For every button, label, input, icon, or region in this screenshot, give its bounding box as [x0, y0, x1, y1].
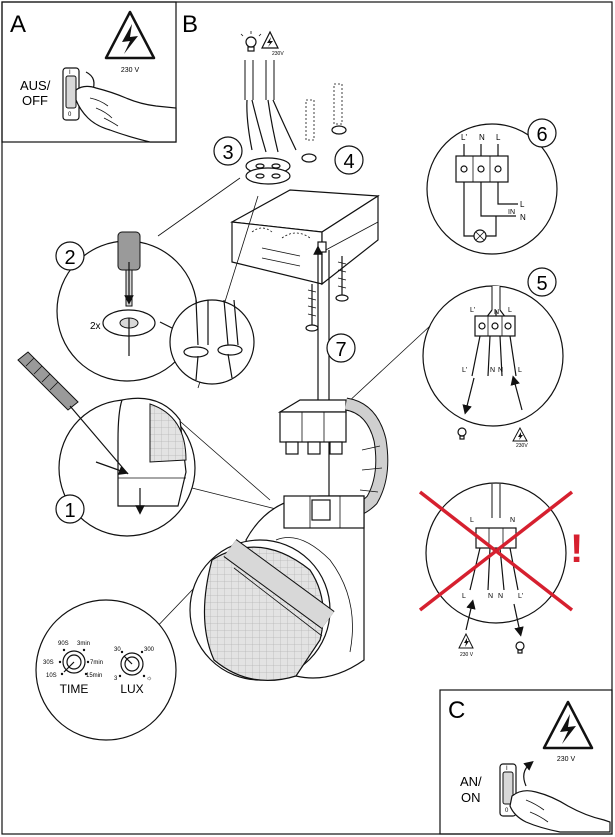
- time-dial: [58, 648, 90, 676]
- step-7-badge: [326, 333, 356, 363]
- time-tick-15min: 15min: [86, 673, 102, 679]
- sensor-lens-detail: [105, 539, 335, 682]
- panel-a-switch-label-1: AUS/: [20, 78, 51, 93]
- panel-a-frame: [1, 1, 177, 143]
- panel-c: C 230 V AN/ ON I 0: [439, 689, 613, 835]
- step-2-number: 2: [64, 247, 75, 269]
- step-3-badge: [213, 136, 243, 166]
- wrong-top-left: L: [470, 517, 474, 524]
- panel-c-switch-on-mark: I: [506, 766, 508, 772]
- step-6-top-n: N: [479, 133, 485, 142]
- step-4-number: 4: [343, 151, 354, 173]
- step-1-number: 1: [64, 500, 75, 522]
- lightning-bolt-icon: [261, 30, 279, 49]
- time-tick-3min: 3min: [77, 641, 90, 647]
- sun-icon: ☼: [146, 675, 152, 682]
- mounting-screws-top: [301, 83, 347, 163]
- lux-dial-label: LUX: [120, 682, 143, 696]
- panel-a: A 230 V AUS/ OFF I 0: [1, 1, 177, 143]
- wrong-top-right: N: [510, 517, 515, 524]
- lightning-bolt-icon: [458, 632, 474, 649]
- wrong-wiring-detail: L N L N N L' 230 V !: [418, 482, 583, 658]
- hand-icon: [75, 85, 177, 143]
- step-6-top-lprime: L': [461, 133, 467, 142]
- panel-a-switch-off-mark: 0: [68, 112, 72, 118]
- step-5-bot-l: L: [518, 367, 522, 374]
- lux-dial: [118, 650, 146, 678]
- wrong-bot-n2: N: [498, 593, 503, 600]
- time-tick-30s: 30S: [43, 660, 54, 666]
- step-6-out-n: N: [520, 213, 526, 222]
- step-5-top-l: L: [508, 307, 512, 314]
- top-voltage: 230V: [272, 51, 284, 57]
- adjustment-dials: 90S 3min 30S 7min 10S 15min TIME 30 300 …: [35, 599, 177, 741]
- time-tick-10s: 10S: [46, 673, 57, 679]
- lightning-bolt-icon: [512, 426, 528, 442]
- panel-c-switch-off-mark: 0: [505, 808, 509, 814]
- panel-b-letter: B: [182, 11, 198, 38]
- panel-a-switch-label-2: OFF: [22, 93, 48, 108]
- time-tick-7min: 7min: [90, 660, 103, 666]
- step-4-badge: [334, 145, 364, 175]
- panel-c-voltage: 230 V: [557, 756, 576, 763]
- time-tick-90s: 90S: [58, 641, 69, 647]
- wrong-voltage: 230 V: [460, 652, 474, 658]
- step-5-bot-n2: N: [498, 367, 503, 374]
- step-5-terminal-detail: 5 L' N L L' N N L 230V: [345, 267, 564, 449]
- step-2-multiplier: 2x: [90, 321, 101, 332]
- step-5-bot-n1: N: [490, 367, 495, 374]
- panel-c-frame: [439, 689, 613, 835]
- step-7-number: 7: [335, 339, 346, 361]
- lux-tick-300: 300: [144, 647, 155, 653]
- step-5-top-n: N: [494, 309, 499, 316]
- panel-c-turn-arrow: [523, 760, 534, 787]
- panel-c-switch-label-1: AN/: [460, 774, 482, 789]
- time-dial-label: TIME: [60, 682, 89, 696]
- wrong-bot-right: L': [518, 593, 523, 600]
- step-6-out-l: L: [520, 200, 525, 209]
- panel-a-switch-on-mark: I: [69, 70, 71, 76]
- step-3-number: 3: [222, 142, 233, 164]
- wrong-bot-left: L: [462, 593, 466, 600]
- step-6-top-l: L: [496, 133, 501, 142]
- light-bulb-icon: [240, 31, 262, 52]
- step-6-wiring-diagram: 6 L' N L L IN N: [426, 118, 558, 255]
- supply-wires: 230V: [240, 30, 297, 153]
- lightning-bolt-icon: [542, 700, 594, 750]
- panel-c-letter: C: [448, 697, 465, 724]
- lux-tick-3: 3: [114, 676, 118, 682]
- step-2-detail: 2 2x: [55, 177, 259, 389]
- panel-a-voltage: 230 V: [121, 67, 140, 74]
- wrong-bot-n1: N: [488, 593, 493, 600]
- step-6-number: 6: [536, 124, 547, 146]
- light-bulb-icon: [457, 427, 467, 440]
- step-5-top-lprime: L': [470, 307, 475, 314]
- panel-c-switch-label-2: ON: [461, 790, 481, 805]
- panel-a-letter: A: [10, 11, 26, 38]
- light-bulb-icon: [515, 641, 525, 654]
- step-5-voltage: 230V: [516, 443, 528, 449]
- step-6-in-label: IN: [508, 209, 515, 216]
- step-5-bot-lprime: L': [462, 367, 467, 374]
- lightning-bolt-icon: [104, 10, 156, 60]
- red-cross-icon: [418, 490, 574, 612]
- lux-tick-30: 30: [114, 647, 121, 653]
- wall-switch-icon: [62, 67, 80, 121]
- grommet-seals: [245, 157, 291, 185]
- terminal-block-assembly: [277, 397, 389, 519]
- junction-box: [230, 189, 380, 286]
- screwdriver-icon: [17, 351, 129, 475]
- warning-exclamation: !: [570, 527, 583, 571]
- hand-icon: [509, 790, 611, 833]
- step-1-detail: 1: [17, 351, 321, 537]
- step-5-number: 5: [536, 273, 547, 295]
